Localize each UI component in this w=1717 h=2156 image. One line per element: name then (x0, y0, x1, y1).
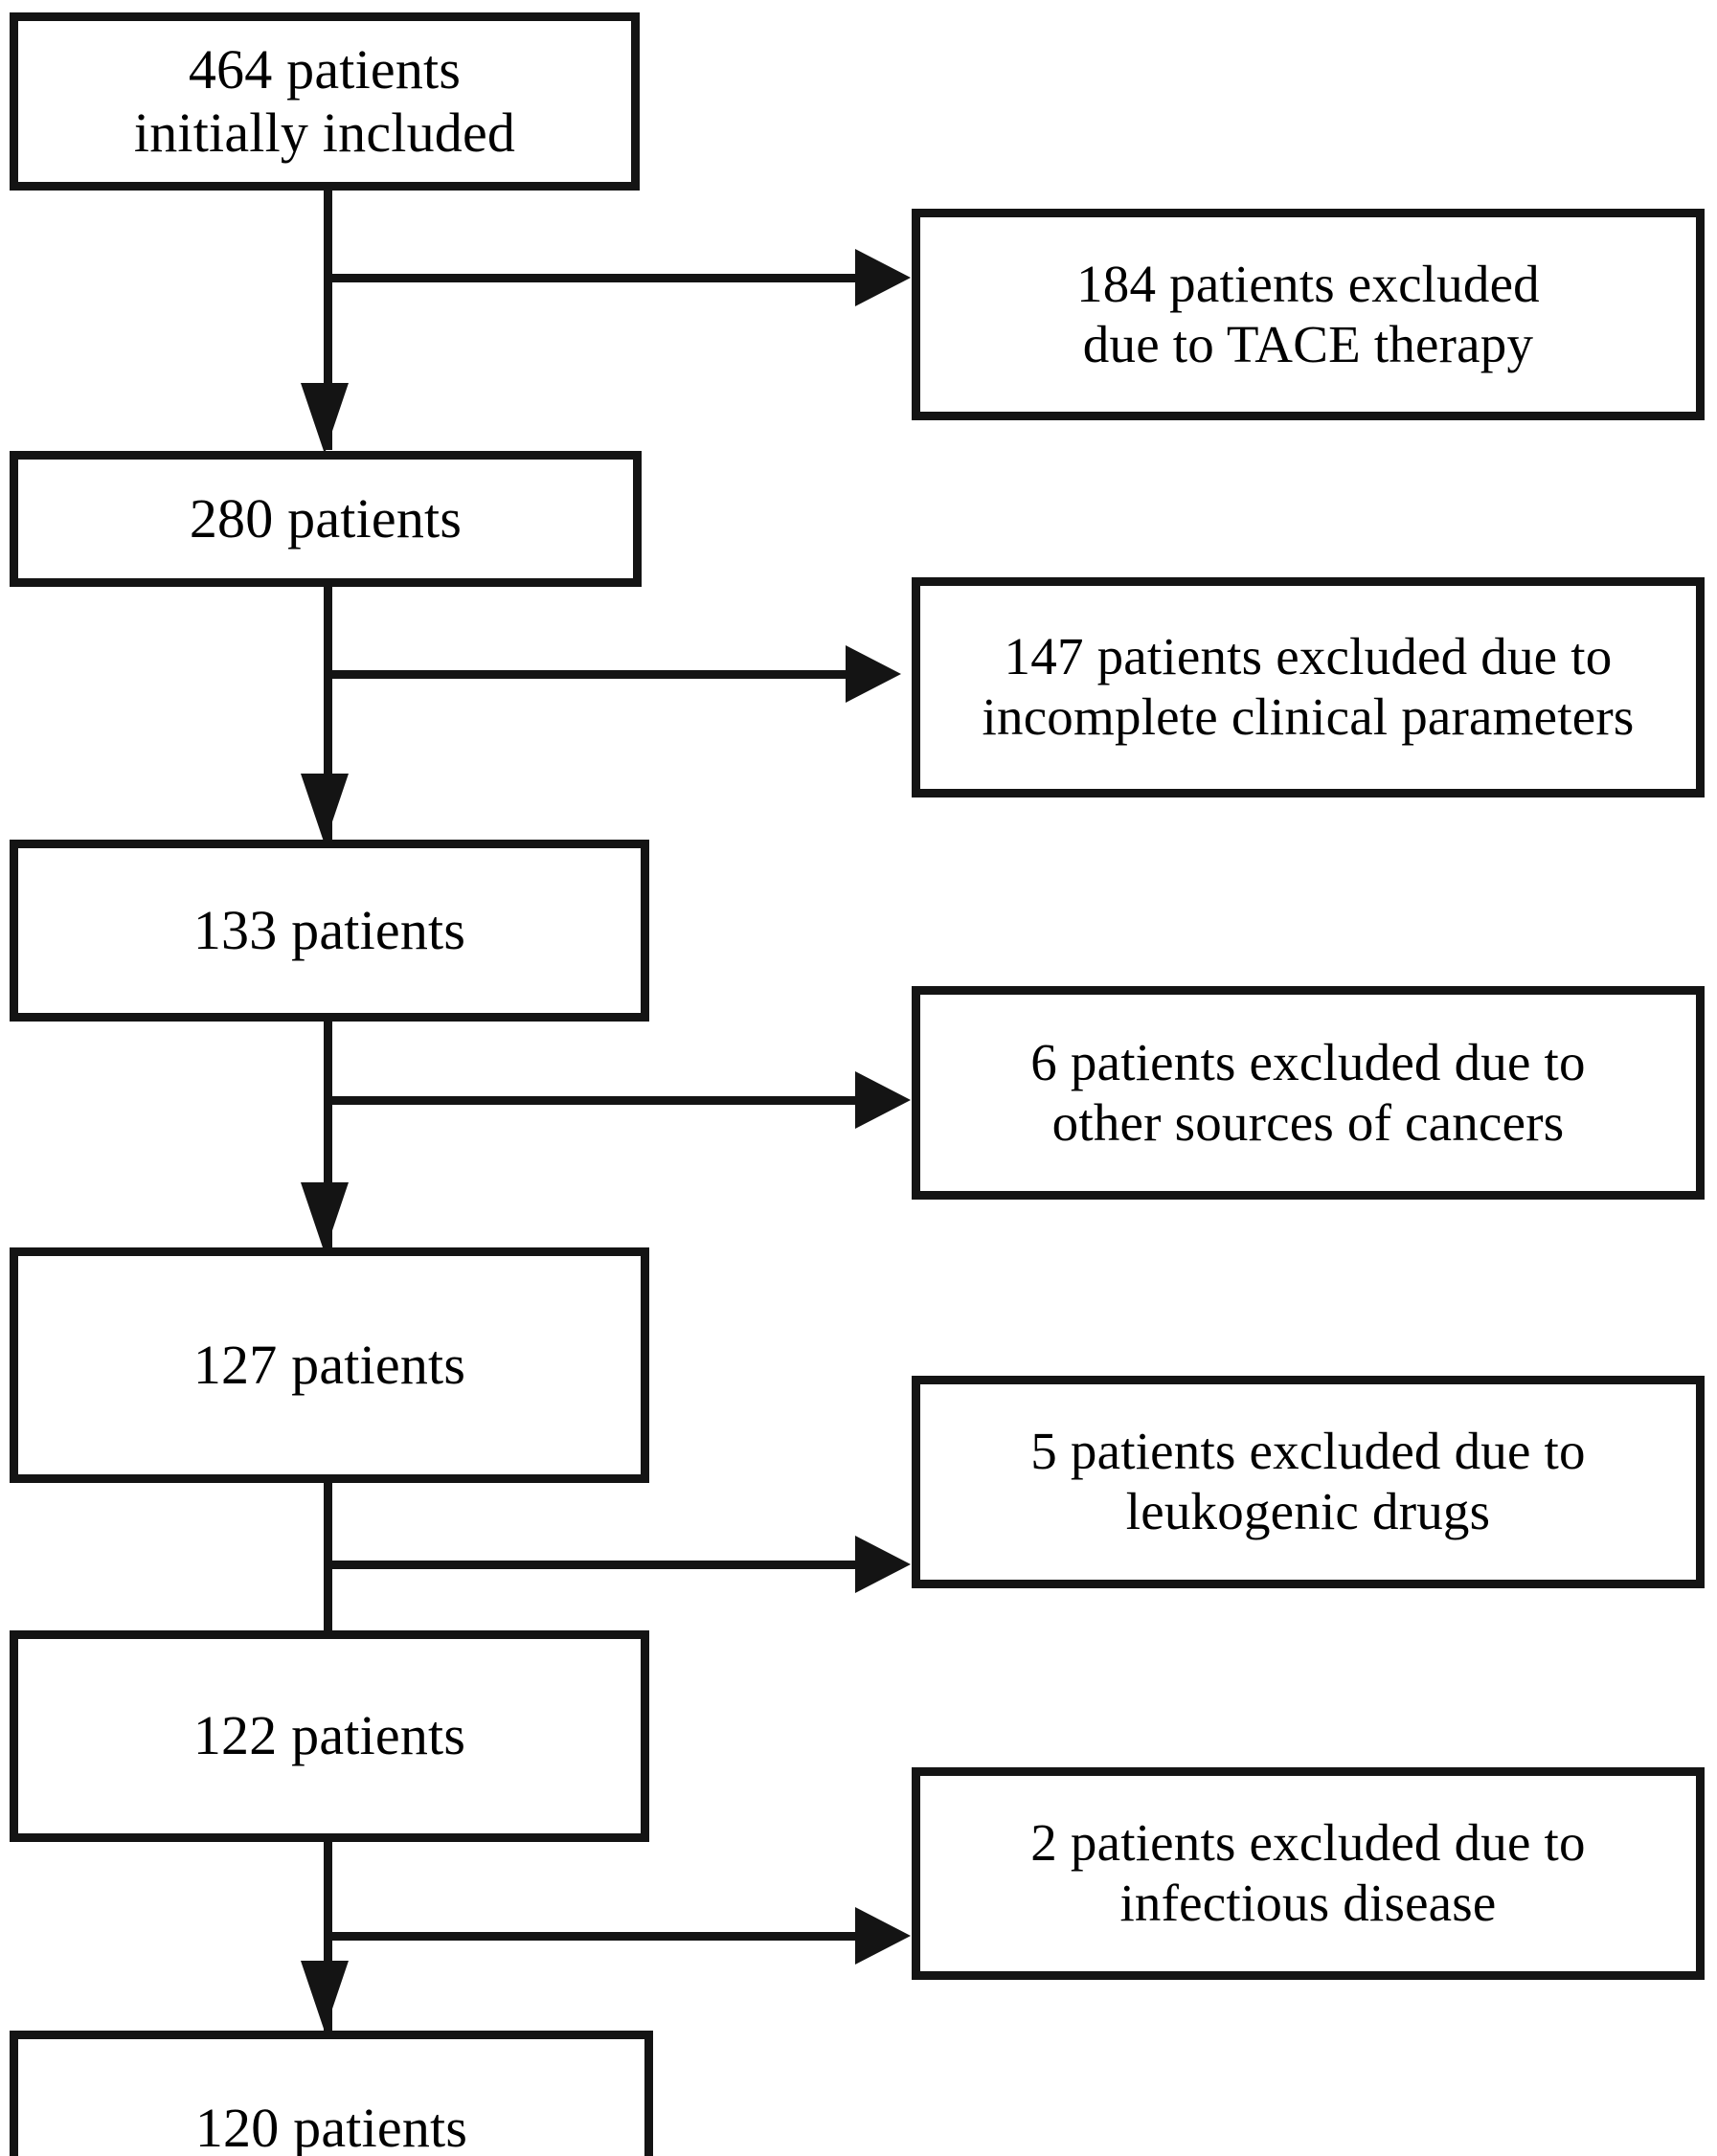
arrowhead-right-147 (846, 645, 901, 703)
arrowhead-right-6 (855, 1071, 911, 1129)
node-280-patients-label: 280 patients (189, 486, 463, 550)
connector-vline-127-122 (324, 1482, 332, 1719)
node-excluded-5-leukogenic-drugs: 5 patients excluded due to leukogenic dr… (912, 1376, 1705, 1588)
node-127-patients-label: 127 patients (192, 1333, 466, 1396)
connector-vline-133-127 (324, 1021, 332, 1260)
node-120-patients-label: 120 patients (194, 2097, 468, 2156)
node-280-patients: 280 patients (10, 451, 642, 587)
arrowhead-down-120 (301, 1961, 349, 2032)
arrowhead-right-184 (855, 249, 911, 306)
node-122-patients-label: 122 patients (192, 1704, 466, 1767)
node-133-patients: 133 patients (10, 840, 649, 1022)
connector-hline-280-147 (324, 670, 889, 679)
connector-hline-127-5 (324, 1561, 898, 1569)
node-133-patients-label: 133 patients (192, 898, 466, 961)
arrowhead-right-5 (855, 1536, 911, 1593)
connector-hline-133-6 (324, 1096, 898, 1105)
node-464-patients: 464 patients initially included (10, 12, 640, 191)
node-excluded-147-incomplete-parameters: 147 patients excluded due to incomplete … (912, 577, 1705, 797)
node-excluded-6-other-cancers-label: 6 patients excluded due to other sources… (1030, 1032, 1586, 1152)
node-excluded-184-tace: 184 patients excluded due to TACE therap… (912, 209, 1705, 420)
connector-vline-280-133 (324, 586, 332, 844)
arrowhead-down-127 (301, 1182, 349, 1253)
node-excluded-2-infectious-disease-label: 2 patients excluded due to infectious di… (1030, 1813, 1586, 1932)
connector-vline-464-280 (324, 190, 332, 450)
arrowhead-right-2 (855, 1907, 911, 1965)
node-excluded-147-incomplete-parameters-label: 147 patients excluded due to incomplete … (982, 627, 1635, 746)
arrowhead-down-133 (301, 774, 349, 844)
node-excluded-6-other-cancers: 6 patients excluded due to other sources… (912, 986, 1705, 1200)
node-excluded-2-infectious-disease: 2 patients excluded due to infectious di… (912, 1767, 1705, 1980)
node-excluded-184-tace-label: 184 patients excluded due to TACE therap… (1076, 254, 1540, 373)
connector-hline-464-184 (324, 274, 898, 282)
node-120-patients: 120 patients (10, 2031, 653, 2156)
node-464-patients-label: 464 patients initially included (133, 37, 516, 164)
connector-hline-122-2 (324, 1932, 898, 1941)
node-127-patients: 127 patients (10, 1247, 649, 1483)
arrowhead-down-280 (301, 383, 349, 454)
node-122-patients: 122 patients (10, 1630, 649, 1842)
node-excluded-5-leukogenic-drugs-label: 5 patients excluded due to leukogenic dr… (1030, 1422, 1586, 1540)
